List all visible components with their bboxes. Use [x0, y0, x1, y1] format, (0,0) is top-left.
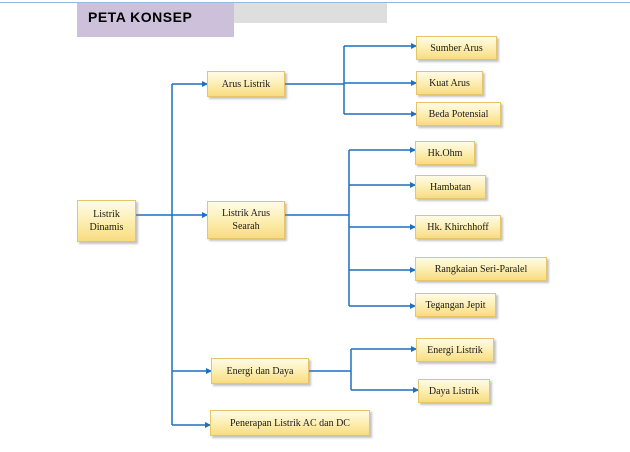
node-listrik-dinamis-label: Listrik Dinamis — [89, 209, 124, 233]
node-penerapan-listrik-label: Penerapan Listrik AC dan DC — [230, 417, 350, 429]
node-tegangan-jepit: Tegangan Jepit — [415, 293, 496, 317]
node-hambatan-label: Hambatan — [429, 181, 472, 193]
node-energi-listrik: Energi Listrik — [416, 338, 494, 362]
node-energi-listrik-label: Energi Listrik — [427, 344, 483, 356]
page-title: PETA KONSEP — [88, 9, 193, 25]
node-hk-ohm: Hk.Ohm — [415, 141, 475, 165]
node-kuat-arus: Kuat Arus — [416, 71, 483, 95]
title-bar-extension — [234, 3, 387, 23]
node-daya-listrik-label: Daya Listrik — [428, 385, 480, 397]
node-beda-potensial-label: Beda Potensial — [428, 108, 489, 120]
node-sumber-arus: Sumber Arus — [416, 36, 497, 60]
node-tegangan-jepit-label: Tegangan Jepit — [425, 299, 486, 311]
node-listrik-arus-searah: Listrik Arus Searah — [207, 201, 285, 239]
node-arus-listrik-label: Arus Listrik — [221, 78, 271, 90]
node-daya-listrik: Daya Listrik — [418, 379, 490, 403]
node-sumber-arus-label: Sumber Arus — [430, 42, 483, 54]
node-hk-khirchhoff-label: Hk. Khirchhoff — [427, 221, 489, 233]
node-kuat-arus-label: Kuat Arus — [429, 77, 470, 89]
node-listrik-dinamis: Listrik Dinamis — [77, 200, 136, 242]
node-beda-potensial: Beda Potensial — [416, 102, 501, 126]
node-energi-dan-daya-label: Energi dan Daya — [226, 365, 294, 377]
node-hk-khirchhoff: Hk. Khirchhoff — [415, 215, 501, 239]
node-hambatan: Hambatan — [415, 175, 486, 199]
node-arus-listrik: Arus Listrik — [207, 71, 285, 97]
top-border-line — [0, 2, 630, 3]
node-listrik-arus-searah-label: Listrik Arus Searah — [221, 208, 271, 232]
node-energi-dan-daya: Energi dan Daya — [211, 358, 309, 384]
node-penerapan-listrik: Penerapan Listrik AC dan DC — [210, 410, 370, 436]
node-hk-ohm-label: Hk.Ohm — [427, 147, 463, 159]
node-rangkaian-seri-paralel: Rangkaian Seri-Paralel — [415, 257, 547, 281]
title-bar — [77, 3, 234, 37]
node-rangkaian-seri-paralel-label: Rangkaian Seri-Paralel — [434, 263, 528, 275]
